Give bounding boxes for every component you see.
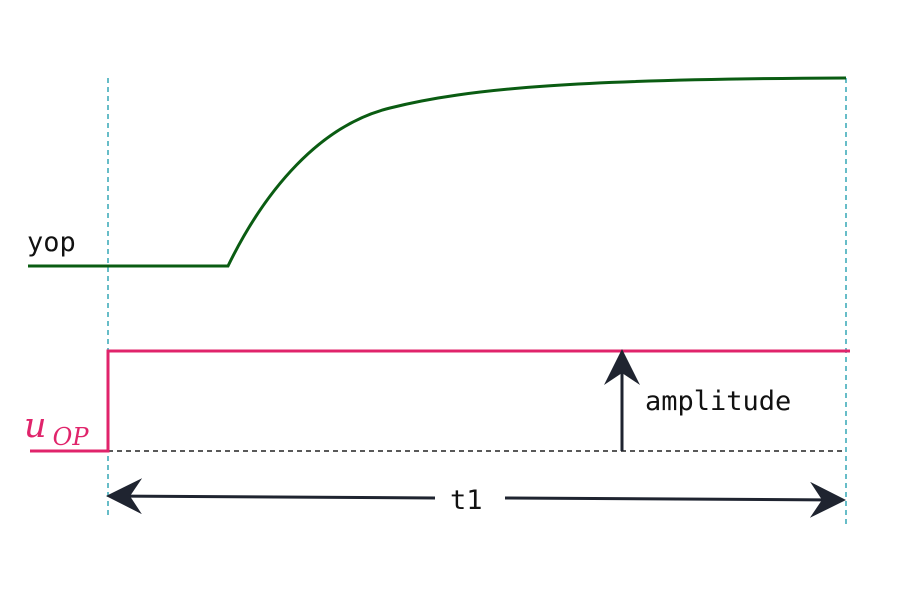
amplitude-label: amplitude (645, 386, 791, 417)
output-operating-point-label: yop (27, 227, 76, 258)
input-step-signal (30, 349, 850, 453)
output-response-curve (28, 76, 847, 268)
input-label-base: u (24, 406, 47, 446)
duration-label: t1 (450, 485, 483, 516)
duration-arrow-right (504, 481, 846, 518)
input-label-subscript: OP (53, 423, 90, 451)
input-operating-point-label: u OP (24, 406, 89, 451)
duration-arrow-left (106, 478, 436, 515)
